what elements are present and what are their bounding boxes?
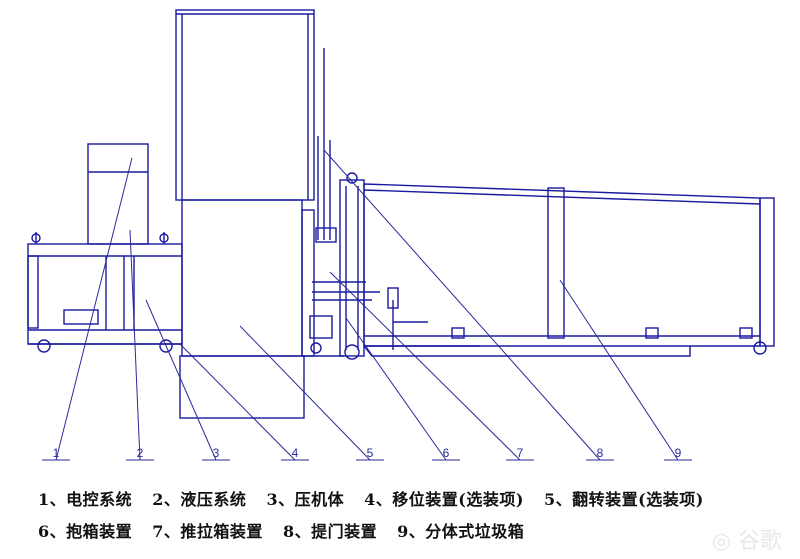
legend-item-2: 2、液压系统	[152, 490, 247, 509]
electric-cabinet	[87, 143, 149, 245]
compactor-linework	[27, 9, 775, 419]
callout-7: 7	[517, 446, 524, 460]
legend-item-8: 8、提门装置	[282, 522, 378, 541]
legend-item-6: 6、抱箱装置	[38, 522, 133, 541]
legend-row-1: 1、电控系统 2、液压系统 3、压机体 4、移位装置(选装项) 5、翻转装置(选…	[38, 486, 778, 510]
legend-item-5: 5、翻转装置(选装项)	[544, 490, 704, 509]
leader-line-9	[559, 279, 679, 461]
leader-line-8	[323, 149, 601, 461]
callout-1: 1	[53, 446, 60, 460]
callout-8: 8	[597, 446, 604, 460]
hopper-tower	[175, 9, 315, 201]
compactor-base	[179, 355, 305, 419]
callout-labels: 1 2 3 4 5 6 7 8 9	[53, 446, 682, 460]
leader-line-6	[345, 317, 447, 461]
leader-line-5	[239, 325, 371, 461]
leader-line-3	[145, 299, 217, 461]
legend-item-3: 3、压机体	[266, 490, 345, 509]
callout-9: 9	[675, 446, 682, 460]
leader-line-7	[329, 271, 521, 461]
leader-line-1	[55, 157, 133, 461]
compactor-body	[181, 199, 303, 357]
holding-frame	[339, 179, 365, 357]
leader-line-2	[129, 229, 141, 461]
legend-item-9: 9、分体式垃圾箱	[397, 522, 525, 541]
leader-lines	[42, 149, 692, 461]
callout-2: 2	[137, 446, 144, 460]
watermark-logo: ◎ 谷歌	[711, 529, 782, 554]
legend-row-2: 6、抱箱装置 7、推拉箱装置 8、提门装置 9、分体式垃圾箱	[38, 518, 778, 542]
legend-item-4: 4、移位装置(选装项)	[364, 490, 524, 509]
callout-4: 4	[292, 446, 299, 460]
legend-item-7: 7、推拉箱装置	[152, 522, 263, 541]
callout-5: 5	[367, 446, 374, 460]
legend-item-1: 1、电控系统	[38, 490, 133, 509]
callout-3: 3	[213, 446, 220, 460]
callout-6: 6	[443, 446, 450, 460]
leader-line-4	[179, 343, 296, 461]
